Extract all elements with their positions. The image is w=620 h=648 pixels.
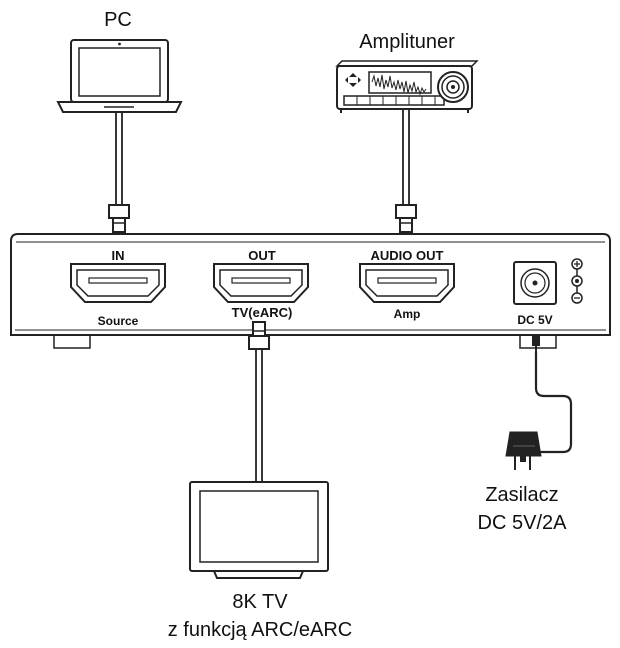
earc-extractor-box	[10, 233, 611, 349]
pc-label: PC	[104, 9, 132, 31]
psu-label: Zasilacz	[485, 484, 558, 506]
psu-spec-label: DC 5V/2A	[478, 512, 568, 534]
in-port-label: IN	[112, 248, 125, 263]
polarity-icon	[571, 258, 583, 304]
dc-5v-label: DC 5V	[517, 313, 552, 327]
source-label: Source	[98, 314, 139, 328]
laptop-icon	[56, 39, 183, 113]
tv-cable	[248, 321, 270, 482]
hdmi-audio-out-port	[359, 263, 455, 303]
tv-earc-label: TV(eARC)	[232, 305, 293, 320]
tv-subtitle: z funkcją ARC/eARC	[168, 619, 353, 641]
hdmi-out-port	[213, 263, 309, 303]
amp-label: Amp	[394, 307, 421, 321]
amplifier-cable	[395, 109, 417, 233]
power-adapter-icon	[505, 431, 542, 470]
amplifier-icon	[335, 60, 479, 113]
pc-cable	[108, 112, 130, 233]
dc-jack	[513, 261, 557, 305]
tv-icon	[189, 481, 329, 579]
amplituner-label: Amplituner	[359, 31, 455, 53]
tv-label: 8K TV	[232, 591, 288, 613]
hdmi-in-port	[70, 263, 166, 303]
audio-out-label: AUDIO OUT	[371, 248, 444, 263]
out-port-label: OUT	[248, 248, 276, 263]
power-cable	[532, 336, 573, 454]
